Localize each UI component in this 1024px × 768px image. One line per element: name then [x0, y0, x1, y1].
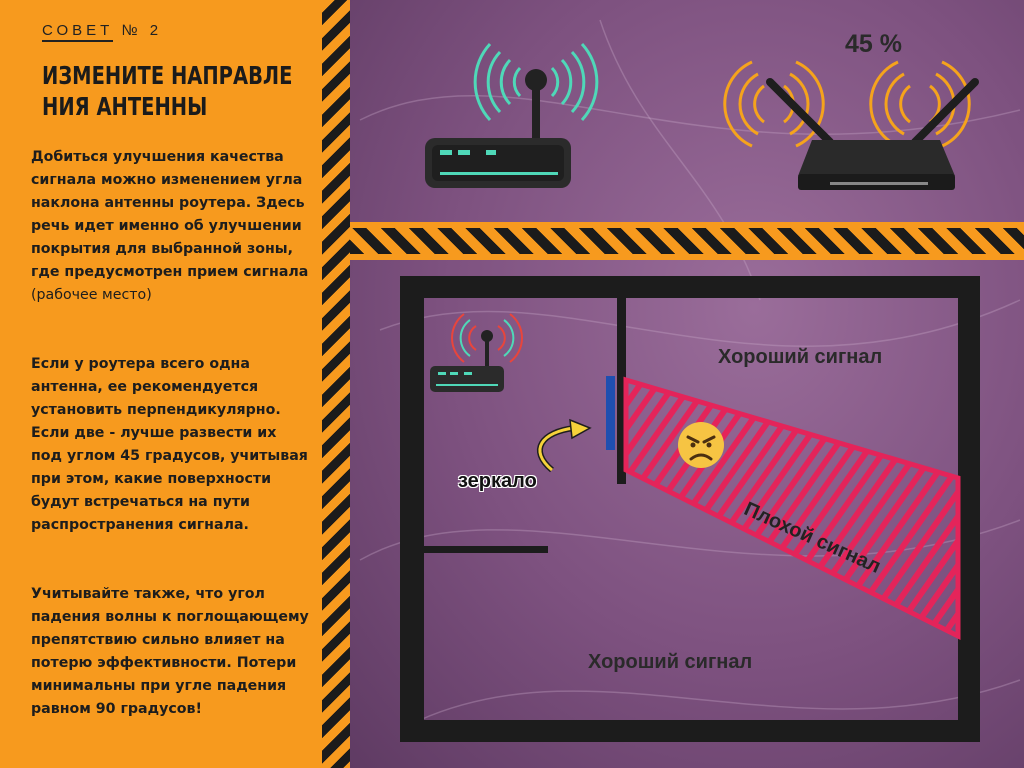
tip-title: ИЗМЕНИТЕ НАПРАВЛЕНИЯ АНТЕННЫ [42, 61, 293, 121]
paragraph-1-text: Добиться улучшения качества сигнала можн… [31, 149, 309, 280]
curved-arrow-icon [537, 418, 592, 473]
hazard-strip-horizontal [350, 222, 1024, 260]
mirror-bar [606, 376, 615, 450]
angle-label: 45 % [845, 30, 902, 58]
tip-header: СОВЕТ № 2 [42, 22, 163, 42]
router-dual-antenna-icon [723, 60, 979, 190]
tip-word: СОВЕТ [42, 22, 114, 42]
left-text-panel: СОВЕТ № 2 ИЗМЕНИТЕ НАПРАВЛЕНИЯ АНТЕННЫ Д… [0, 0, 322, 768]
hazard-strip-vertical [322, 0, 350, 768]
mirror-label: зеркало [458, 470, 537, 492]
paragraph-1: Добиться улучшения качества сигнала можн… [31, 146, 311, 307]
paragraph-2: Если у роутера всего одна антенна, ее ре… [31, 356, 308, 533]
router-single-antenna-icon [425, 42, 599, 188]
good-signal-top-label: Хороший сигнал [718, 346, 883, 368]
angry-face-icon [678, 422, 724, 468]
room-walls [400, 276, 980, 742]
good-signal-bottom-label: Хороший сигнал [588, 651, 753, 673]
paragraph-1-note: (рабочее место) [31, 287, 152, 303]
bad-signal-zone [623, 376, 961, 641]
paragraph-3: Учитывайте также, что угол падения волны… [31, 586, 309, 717]
router-small-icon [430, 313, 523, 392]
tip-number: № 2 [121, 22, 163, 39]
